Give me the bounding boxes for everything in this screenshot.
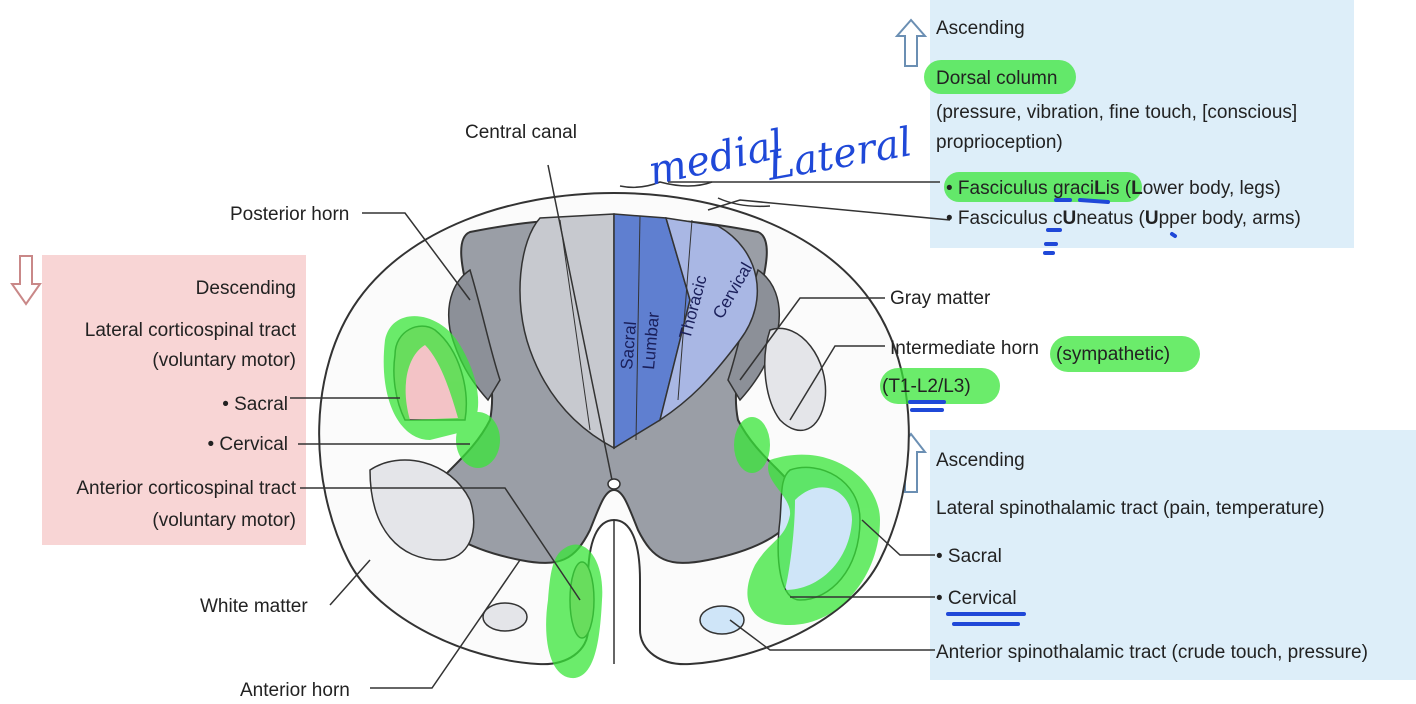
handwritten-lateral: Lateral [763, 119, 916, 190]
label-gray-matter: Gray matter [890, 288, 991, 309]
descending-cervical: • Cervical [207, 434, 288, 455]
fasciculus-gracilis-text: • Fasciculus graciLis (Lower body, legs) [946, 178, 1281, 199]
dorsal-column-desc-2: proprioception) [936, 132, 1063, 153]
ascending-top-heading: Ascending [936, 18, 1025, 39]
descending-sacral: • Sacral [222, 394, 288, 415]
lateral-spinothalamic-title: Lateral spinothalamic tract (pain, tempe… [936, 498, 1325, 519]
label-central-canal: Central canal [465, 122, 577, 143]
ascending-bottom-heading: Ascending [936, 450, 1025, 471]
descending-heading: Descending [196, 278, 296, 299]
lateral-corticospinal-line1: Lateral corticospinal tract [85, 320, 297, 341]
ascending-arrow-icon [897, 20, 925, 66]
label-anterior-horn: Anterior horn [240, 680, 350, 701]
anterior-spinothalamic-tract [700, 606, 744, 634]
anterior-spinothalamic-text: Anterior spinothalamic tract (crude touc… [936, 642, 1368, 663]
central-canal [608, 479, 620, 489]
anterior-corticospinal-line2: (voluntary motor) [152, 510, 296, 531]
label-intermediate-horn: Intermediate horn [890, 338, 1039, 359]
dorsal-column-title: Dorsal column [936, 68, 1057, 89]
dorsal-column-desc-1: (pressure, vibration, fine touch, [consc… [936, 102, 1297, 123]
ascending-sacral: • Sacral [936, 546, 1002, 567]
fasciculus-cuneatus-text: • Fasciculus cUneatus (Upper body, arms) [946, 208, 1301, 229]
lateral-corticospinal-line2: (voluntary motor) [152, 350, 296, 371]
label-posterior-horn: Posterior horn [230, 204, 349, 225]
label-white-matter: White matter [200, 596, 308, 617]
descending-arrow-icon [12, 256, 40, 304]
ascending-cervical: • Cervical [936, 588, 1017, 609]
anterior-corticospinal-line1: Anterior corticospinal tract [76, 478, 296, 499]
left-anterior-oval [483, 603, 527, 631]
label-intermediate-levels: (T1-L2/L3) [882, 376, 971, 397]
label-intermediate-sympathetic: (sympathetic) [1056, 344, 1170, 365]
